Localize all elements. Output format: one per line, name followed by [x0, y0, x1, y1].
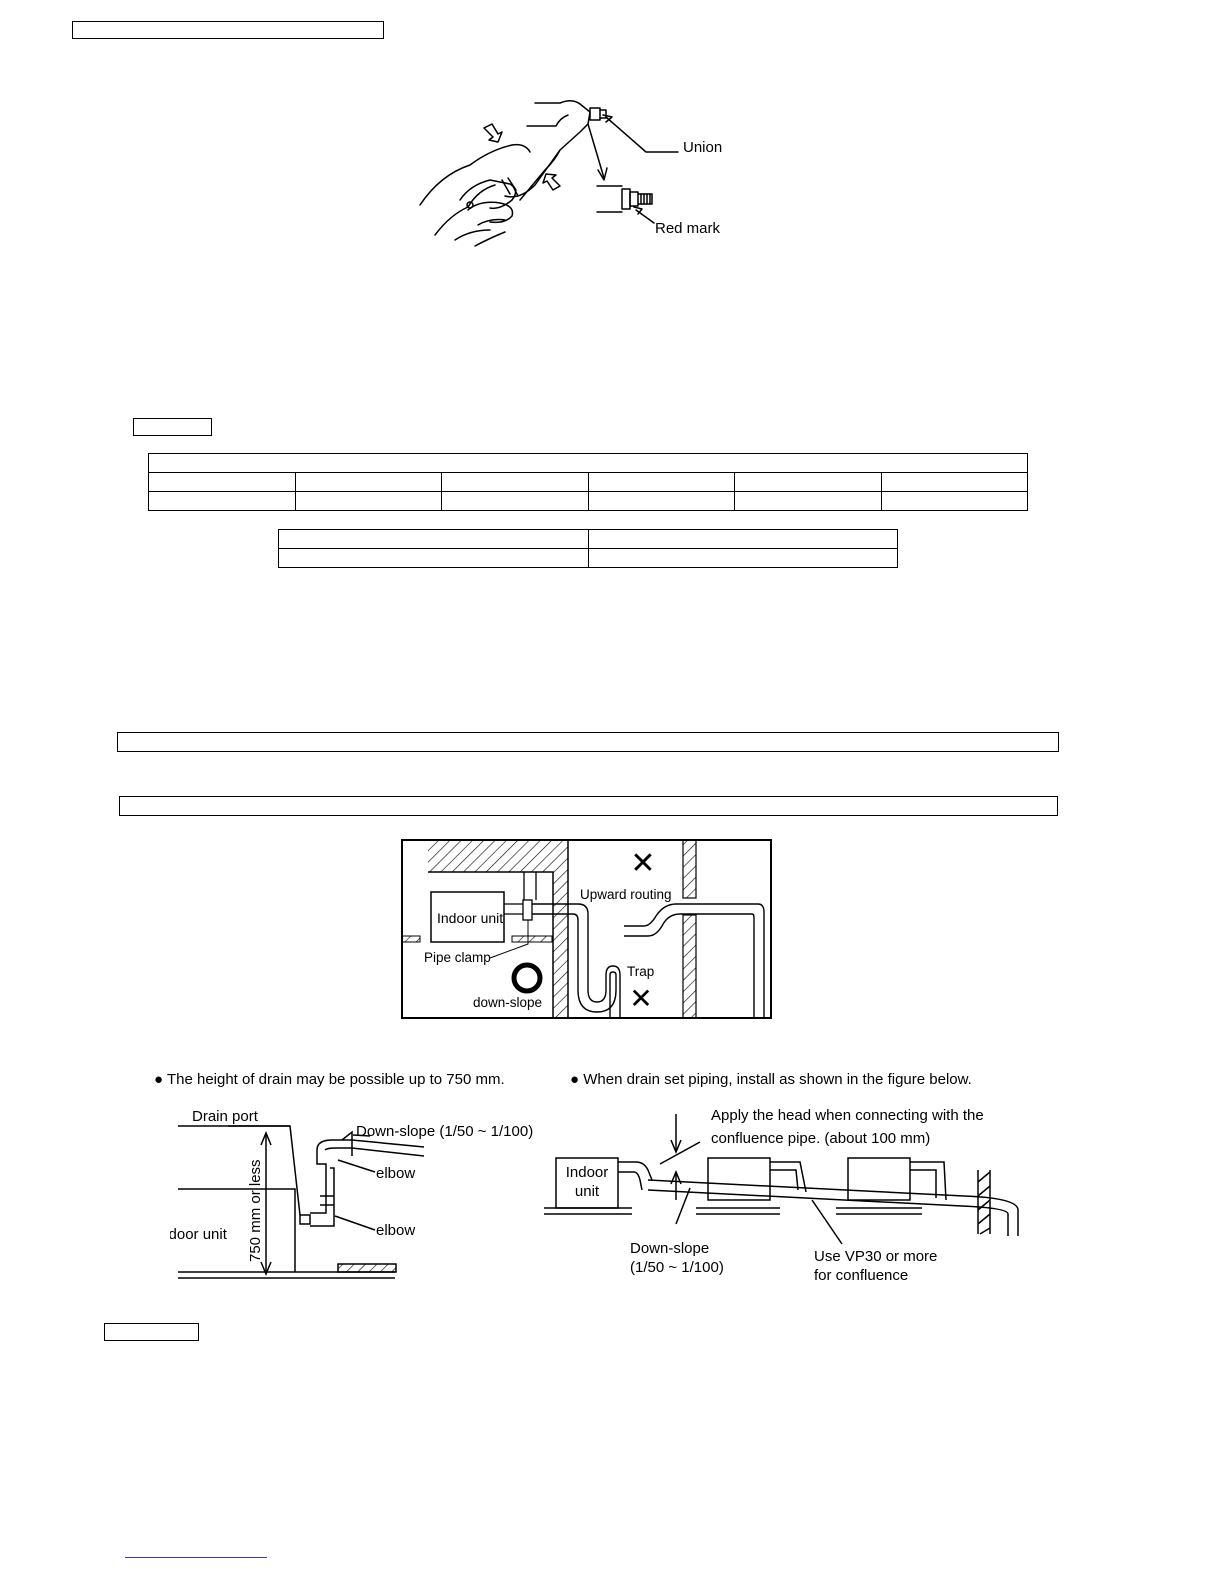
table-cell [278, 548, 589, 568]
table-cell [880, 472, 1028, 492]
correct-mark [511, 962, 543, 994]
table-row [148, 472, 1028, 492]
trap-label: Trap [627, 964, 654, 979]
table-row [148, 491, 1028, 511]
elbow-lower-label: elbow [376, 1222, 415, 1239]
table-header-row [148, 453, 1028, 473]
pipe-clamp-label: Pipe clamp [424, 950, 491, 965]
down-slope-line-1: Down-slope [630, 1240, 709, 1257]
elbow-upper-label: elbow [376, 1165, 415, 1182]
indoor-unit-label: Indoor unit [437, 910, 503, 926]
drain-height-figure: Drain port Down-slope (1/50 ~ 1/100) elb… [170, 1108, 533, 1279]
wrench-union-figure: Union Red mark [419, 100, 722, 247]
table-cell [148, 491, 296, 511]
footer-link[interactable] [125, 1557, 267, 1558]
head-note-line-2: confluence pipe. (about 100 mm) [711, 1130, 930, 1147]
table-cell [880, 491, 1028, 511]
section-tag-box-2 [104, 1323, 199, 1341]
wrong-trap-mark: ✕ [629, 983, 652, 1014]
table-cell [148, 453, 1028, 473]
table-cell [734, 491, 882, 511]
spec-table [148, 453, 1028, 511]
indoor-unit-line-1: Indoor [566, 1164, 609, 1181]
height-limit-label: 750 mm or less [247, 1159, 264, 1262]
down-slope-line-2: (1/50 ~ 1/100) [630, 1259, 724, 1276]
table-cell [278, 529, 589, 549]
table-cell [441, 491, 589, 511]
table-cell [294, 491, 442, 511]
drain-set-piping-note: ● When drain set piping, install as show… [570, 1071, 972, 1088]
drain-port-label: Drain port [192, 1108, 259, 1125]
table-cell [587, 548, 898, 568]
table-cell [294, 472, 442, 492]
header-reference-box [72, 21, 384, 39]
vp30-note-line-1: Use VP30 or more [814, 1248, 937, 1265]
upward-routing-label: Upward routing [580, 887, 672, 902]
down-slope-ratio-label: Down-slope (1/50 ~ 1/100) [356, 1123, 533, 1140]
vp30-note-line-2: for confluence [814, 1267, 908, 1284]
subsection-heading-bar [119, 796, 1058, 816]
table-cell [587, 472, 735, 492]
table-cell [587, 491, 735, 511]
union-label: Union [683, 139, 722, 156]
confluence-piping-figure: Apply the head when connecting with the … [544, 1107, 1019, 1284]
section-tag-box [133, 418, 212, 436]
down-slope-label: down-slope [473, 995, 542, 1010]
table-row [278, 529, 898, 549]
table-cell [441, 472, 589, 492]
red-mark-label: Red mark [655, 220, 721, 237]
drain-height-note: ● The height of drain may be possible up… [154, 1071, 505, 1088]
head-note-line-1: Apply the head when connecting with the [711, 1107, 984, 1124]
table-row [278, 548, 898, 568]
section-heading-bar [117, 732, 1059, 752]
table-cell [587, 529, 898, 549]
torque-table [278, 529, 898, 568]
drain-routing-figure: ✕ ✕ Indoor unit Upward routing Pipe clam… [401, 839, 772, 1019]
indoor-unit-line-2: unit [575, 1183, 600, 1200]
table-cell [734, 472, 882, 492]
table-cell [148, 472, 296, 492]
wrong-upward-mark: ✕ [630, 847, 655, 880]
indoor-unit-label: Indoor unit [170, 1226, 228, 1243]
